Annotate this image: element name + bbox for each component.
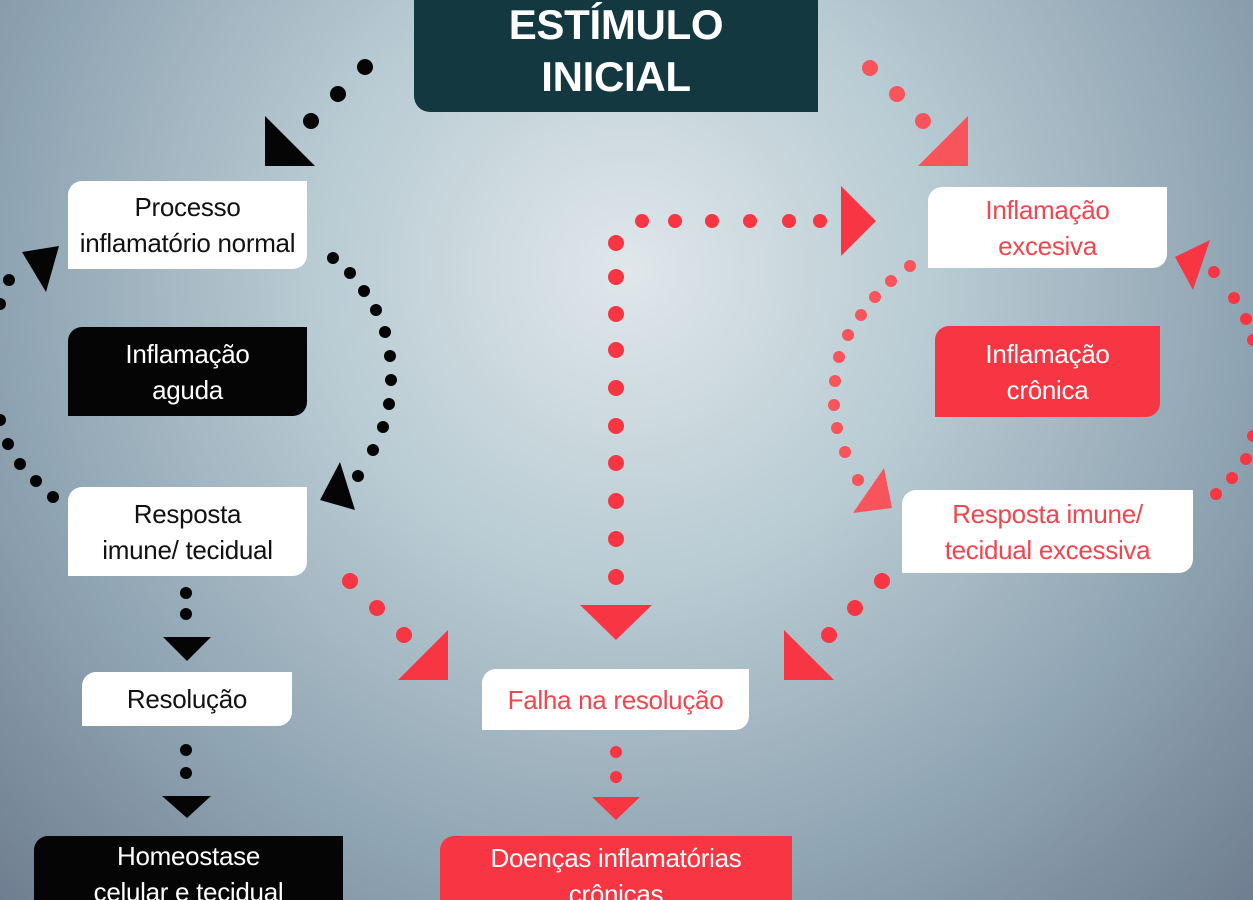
normal-process-box: Processo inflamatório normal	[68, 181, 307, 269]
arrow-excessiva-to-excesiva	[1175, 240, 1253, 500]
immune-response-label: Resposta imune/ tecidual	[102, 498, 273, 565]
resolution-failure-box: Falha na resolução	[482, 669, 749, 730]
immune-response-box: Resposta imune/ tecidual	[68, 487, 307, 576]
arrow-falha-to-doencas	[592, 746, 640, 820]
arrow-stimulus-to-normal	[265, 59, 373, 166]
excessive-inflammation-label: Inflamação excesiva	[985, 194, 1110, 261]
normal-process-label: Processo inflamatório normal	[79, 192, 296, 258]
arrow-center-path	[580, 186, 876, 640]
excessive-response-label: Resposta imune/ tecidual excessiva	[944, 498, 1151, 565]
homeostasis-box: Homeostase celular e tecidual	[34, 836, 343, 900]
chronic-diseases-label: Doenças inflamatórias crônicas	[490, 843, 742, 900]
arrow-resposta-to-falha	[342, 573, 448, 680]
resolution-failure-label: Falha na resolução	[507, 684, 724, 715]
arrow-resposta-to-resolucao	[163, 587, 211, 661]
resolution-label: Resolução	[126, 684, 248, 714]
arrow-resolucao-to-homeostase	[162, 744, 211, 818]
arrow-excesiva-to-excessiva	[828, 260, 916, 513]
initial-stimulus-label: ESTÍMULO INICIAL	[508, 1, 724, 100]
initial-stimulus-box: ESTÍMULO INICIAL	[414, 0, 818, 112]
chronic-diseases-box: Doenças inflamatórias crônicas	[440, 836, 792, 900]
acute-inflammation-label: Inflamação aguda	[125, 338, 250, 405]
chronic-inflammation-box: Inflamação crônica	[935, 326, 1160, 417]
arrow-resposta-to-normal	[0, 246, 59, 503]
resolution-box: Resolução	[82, 672, 292, 726]
arrow-stimulus-to-excesiva	[862, 60, 968, 166]
homeostasis-label: Homeostase celular e tecidual	[93, 841, 284, 900]
arrow-normal-to-resposta	[320, 252, 397, 510]
chronic-inflammation-label: Inflamação crônica	[985, 338, 1110, 405]
arrow-excessiva-to-falha	[784, 573, 890, 680]
excessive-response-box: Resposta imune/ tecidual excessiva	[902, 490, 1193, 573]
acute-inflammation-box: Inflamação aguda	[68, 327, 307, 416]
excessive-inflammation-box: Inflamação excesiva	[928, 187, 1167, 268]
